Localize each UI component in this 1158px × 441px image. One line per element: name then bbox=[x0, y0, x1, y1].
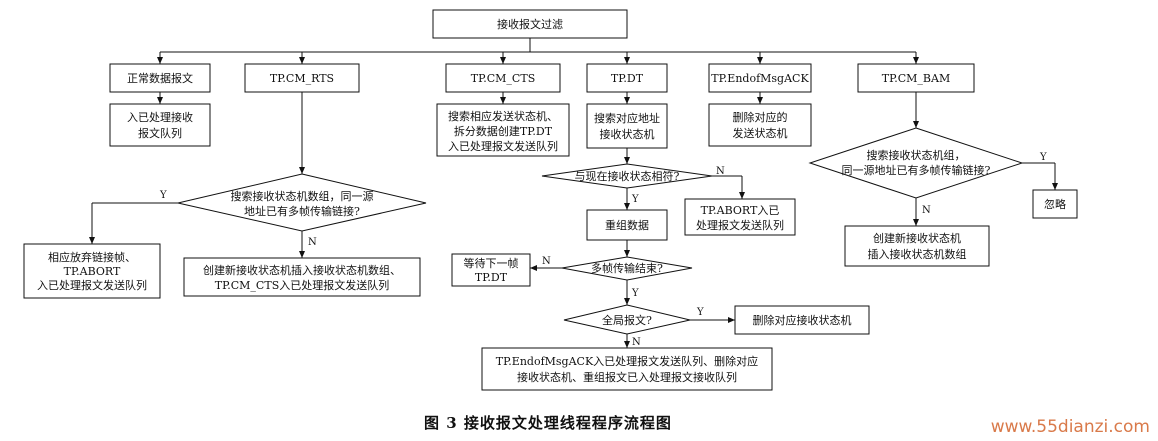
normal-box bbox=[109, 63, 211, 93]
rts-no-line-1: 创建新接收状态机插入接收状态机数组、 bbox=[203, 263, 401, 277]
cts-box bbox=[445, 63, 561, 93]
multi-end-text: 多帧传输结束? bbox=[591, 261, 663, 275]
dt-action-line-2: 接收状态机 bbox=[600, 127, 655, 141]
dt-text: TP.DT bbox=[611, 72, 644, 85]
dt-no-box bbox=[684, 198, 796, 236]
wait-line-1: 等待下一帧 bbox=[464, 256, 519, 270]
root-text: 接收报文过滤 bbox=[497, 17, 563, 31]
root-box bbox=[432, 9, 628, 39]
cts-action-box bbox=[436, 103, 570, 157]
bam-no-box bbox=[844, 225, 990, 267]
bam-no-label: N bbox=[922, 205, 931, 216]
bam-decision-line-2: 同一源地址已有多帧传输链接? bbox=[842, 163, 991, 177]
global-yes-label: Y bbox=[696, 307, 704, 318]
bam-decision-diamond bbox=[808, 127, 1024, 199]
rts-yes-line-3: 入已处理报文发送队列 bbox=[37, 278, 147, 292]
rts-no-box bbox=[183, 257, 421, 297]
normal-action-box bbox=[109, 103, 211, 147]
watermark: www.55dianzi.com bbox=[991, 417, 1150, 437]
eom-action-line-2: 发送状态机 bbox=[733, 126, 788, 140]
multi-end-diamond bbox=[561, 256, 693, 281]
dt-box bbox=[586, 63, 668, 93]
eom-box bbox=[708, 63, 812, 93]
wait-line-2: TP.DT bbox=[475, 271, 508, 284]
figure-caption: 图 3 接收报文处理线程程序流程图 bbox=[424, 414, 672, 432]
reassemble-text: 重组数据 bbox=[605, 218, 649, 232]
global-diamond bbox=[563, 304, 691, 335]
rts-yes-box bbox=[23, 243, 161, 299]
dt-action-line-1: 搜索对应地址 bbox=[594, 111, 660, 125]
bam-box bbox=[857, 63, 975, 93]
ignore-text: 忽略 bbox=[1044, 197, 1066, 211]
eom-action-box bbox=[708, 103, 812, 147]
rts-yes-line-2: TP.ABORT bbox=[64, 265, 121, 278]
normal-action-line-1: 入已处理接收 bbox=[127, 110, 193, 124]
cts-action-line-2: 拆分数据创建TP.DT bbox=[454, 124, 553, 138]
dt-no-label: N bbox=[716, 166, 725, 177]
dt-decision-text: 与现在接收状态相符? bbox=[575, 169, 680, 183]
bam-no-line-1: 创建新接收状态机 bbox=[873, 231, 961, 245]
global-text: 全局报文? bbox=[602, 313, 652, 327]
rts-yes-line-1: 相应放弃链接帧、 bbox=[48, 250, 136, 264]
eom-text: TP.EndofMsgACK bbox=[711, 72, 809, 85]
normal-text: 正常数据报文 bbox=[127, 71, 193, 85]
multi-no-label: N bbox=[542, 256, 551, 267]
delete-recv-box bbox=[734, 305, 870, 335]
wait-box bbox=[451, 253, 531, 287]
ignore-box bbox=[1032, 189, 1078, 219]
bam-no-line-2: 插入接收状态机数组 bbox=[868, 247, 967, 261]
bam-text: TP.CM_BAM bbox=[882, 72, 950, 85]
bam-yes-label: Y bbox=[1039, 152, 1047, 163]
rts-no-line-2: TP.CM_CTS入已处理报文发送队列 bbox=[215, 278, 389, 292]
eom-action-line-1: 删除对应的 bbox=[733, 110, 788, 124]
reassemble-box bbox=[586, 209, 668, 241]
dt-decision-diamond bbox=[541, 163, 713, 189]
global-no-label: N bbox=[632, 337, 641, 348]
rts-decision-line-1: 搜索接收状态机数组，同一源 bbox=[231, 189, 374, 203]
dt-no-line-2: 处理报文发送队列 bbox=[696, 218, 784, 232]
final-line-2: 接收状态机、重组报文已入处理报文接收队列 bbox=[517, 370, 737, 384]
rts-decision-diamond bbox=[177, 173, 427, 232]
dt-yes-label: Y bbox=[631, 194, 639, 205]
dt-no-line-1: TP.ABORT入已 bbox=[701, 204, 780, 217]
cts-text: TP.CM_CTS bbox=[471, 72, 535, 85]
rts-text: TP.CM_RTS bbox=[270, 72, 334, 85]
cts-action-line-1: 搜索相应发送状态机、 bbox=[448, 109, 558, 123]
bam-decision-line-1: 搜索接收状态机组， bbox=[867, 148, 966, 162]
dt-action-box bbox=[586, 103, 668, 149]
multi-yes-label: Y bbox=[631, 288, 639, 299]
delete-recv-text: 删除对应接收状态机 bbox=[753, 313, 852, 327]
normal-action-line-2: 报文队列 bbox=[138, 126, 182, 140]
final-box bbox=[481, 347, 773, 391]
rts-box bbox=[244, 63, 360, 93]
rts-no-label: N bbox=[308, 237, 317, 248]
rts-decision-line-2: 地址已有多帧传输链接? bbox=[244, 204, 360, 218]
rts-yes-label: Y bbox=[159, 190, 167, 201]
final-line-1: TP.EndofMsgACK入已处理报文发送队列、删除对应 bbox=[496, 354, 758, 368]
cts-action-line-3: 入已处理报文发送队列 bbox=[448, 139, 558, 153]
